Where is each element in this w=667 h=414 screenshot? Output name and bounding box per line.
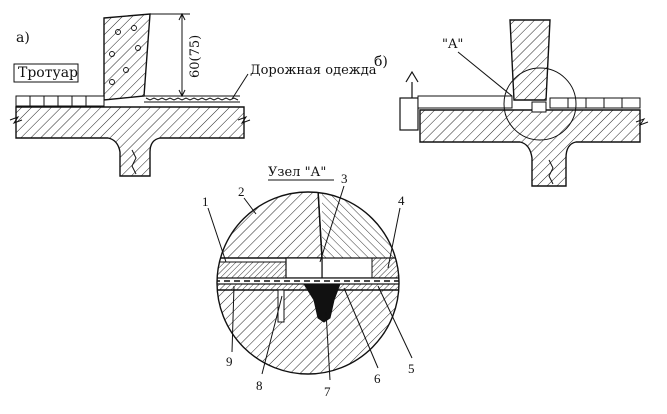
detail-slab xyxy=(217,289,399,374)
callout-3: 3 xyxy=(341,171,348,186)
callout-2: 2 xyxy=(238,184,245,199)
view-b-marker: б) xyxy=(374,54,388,70)
slab-break-b xyxy=(635,117,649,127)
callout-8: 8 xyxy=(256,378,263,393)
curb-voids xyxy=(109,25,141,85)
rib-break xyxy=(131,149,137,175)
pavement-leader xyxy=(231,73,249,100)
sidewalk-slab-b xyxy=(417,95,513,109)
pavement-label: Дорожная одежда xyxy=(250,63,377,78)
detail-drain-box xyxy=(285,257,323,279)
view-a-marker: а) xyxy=(16,30,30,46)
detail-circle-b xyxy=(503,67,577,141)
detail-circle xyxy=(216,191,400,375)
curb-stone xyxy=(103,13,151,101)
detail-title: Узел "А" xyxy=(268,165,326,180)
callout-4: 4 xyxy=(398,193,405,208)
slab-break-left xyxy=(9,115,23,125)
view-a: а) 60(75) Тротуар xyxy=(9,12,377,177)
sidewalk-tiles xyxy=(15,95,105,107)
sidewalk-label-frame xyxy=(13,63,79,83)
view-b-callout: "A" xyxy=(442,37,463,52)
deck-slab-b xyxy=(419,109,641,187)
detail-leaders xyxy=(207,185,413,381)
slab-break-right xyxy=(237,115,251,125)
detail-anchor-pin xyxy=(277,289,285,323)
deck-slab xyxy=(15,106,245,177)
dimension-line xyxy=(150,12,190,98)
detail-curb xyxy=(217,192,323,259)
sidewalk-label: Тротуар xyxy=(18,65,78,81)
callout-9: 9 xyxy=(226,354,233,369)
callout-5: 5 xyxy=(408,361,415,376)
callout-7: 7 xyxy=(324,384,331,399)
pavement-layers xyxy=(144,95,240,108)
view-b: б) "A" xyxy=(374,19,649,187)
railing-post xyxy=(399,70,419,131)
dimension-label: 60(75) xyxy=(188,35,203,78)
detail-drain-funnel xyxy=(303,283,341,323)
detail-content xyxy=(217,192,399,374)
detail-sidewalk-layer xyxy=(217,261,287,279)
view-b-callout-leader xyxy=(457,51,513,97)
callout-6: 6 xyxy=(374,371,381,386)
pavement-tiles-b xyxy=(549,97,641,109)
drain-box-b xyxy=(531,101,547,113)
rib-break-b xyxy=(548,159,554,185)
detail-a: Узел "А" xyxy=(202,165,415,399)
callout-1: 1 xyxy=(202,194,209,209)
curb-stone-b xyxy=(509,19,551,101)
detail-pavement-edge xyxy=(371,257,399,279)
